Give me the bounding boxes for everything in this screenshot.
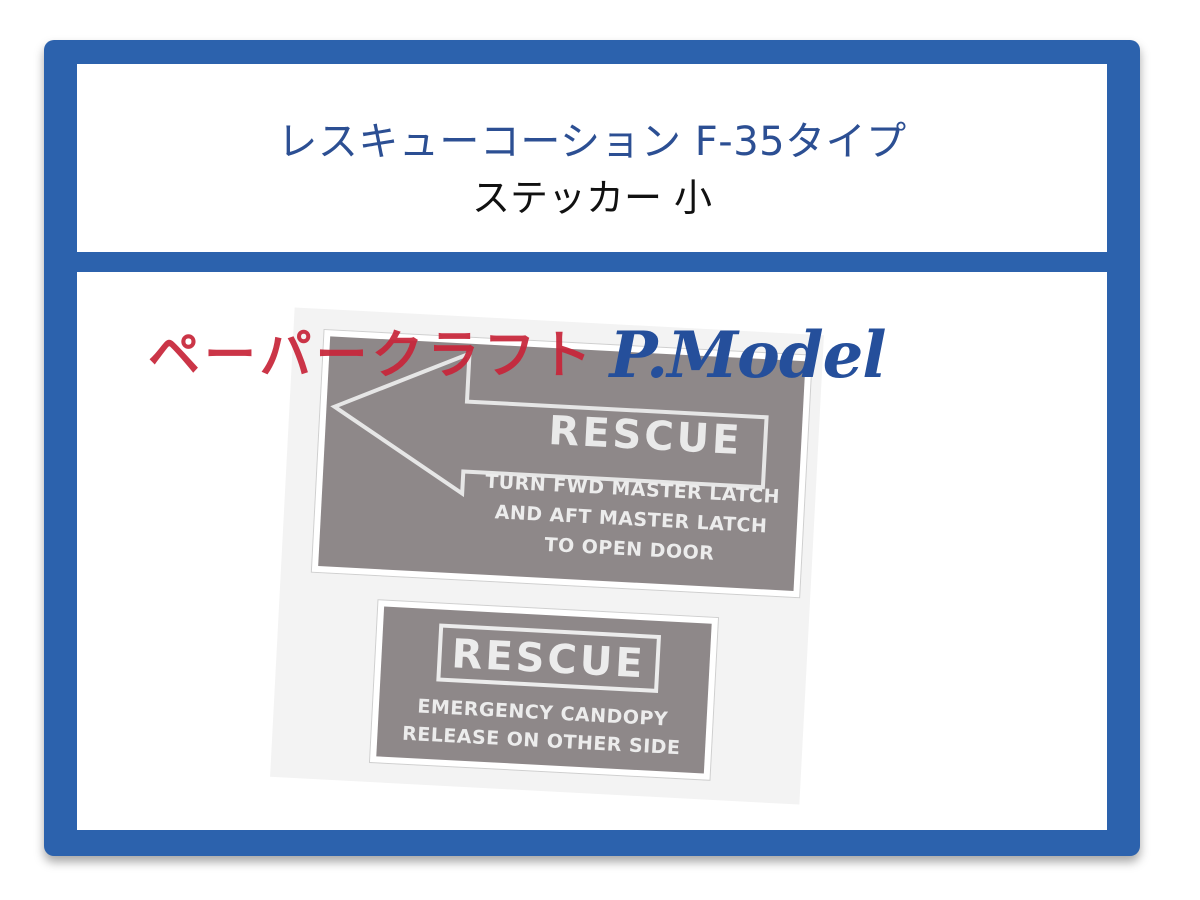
rescue-heading-small: RESCUE [450,631,647,688]
header-panel: レスキューコーション F-35タイプ ステッカー 小 [77,64,1107,252]
brand-en: P.Model [609,318,886,393]
sticker-small: RESCUE EMERGENCY CANDOPY RELEASE ON OTHE… [368,599,720,781]
sticker-large-face: RESCUE TURN FWD MASTER LATCH AND AFT MAS… [318,336,806,591]
sticker-small-face: RESCUE EMERGENCY CANDOPY RELEASE ON OTHE… [376,606,712,774]
emergency-text: EMERGENCY CANDOPY RELEASE ON OTHER SIDE [377,690,707,763]
content-panel: RESCUE TURN FWD MASTER LATCH AND AFT MAS… [77,272,1107,830]
sticker-large: RESCUE TURN FWD MASTER LATCH AND AFT MAS… [310,328,813,599]
instruction-text: TURN FWD MASTER LATCH AND AFT MASTER LAT… [469,466,793,573]
sticker-sheet: RESCUE TURN FWD MASTER LATCH AND AFT MAS… [270,307,824,805]
product-frame: レスキューコーション F-35タイプ ステッカー 小 RESCUE TURN F… [44,40,1140,856]
brand-jp: ペーパークラフト [148,326,596,386]
product-subtitle: ステッカー 小 [471,176,713,220]
left-arrow-icon [330,350,769,498]
product-title: レスキューコーション F-35タイプ [277,119,907,165]
rescue-box: RESCUE [436,623,662,693]
